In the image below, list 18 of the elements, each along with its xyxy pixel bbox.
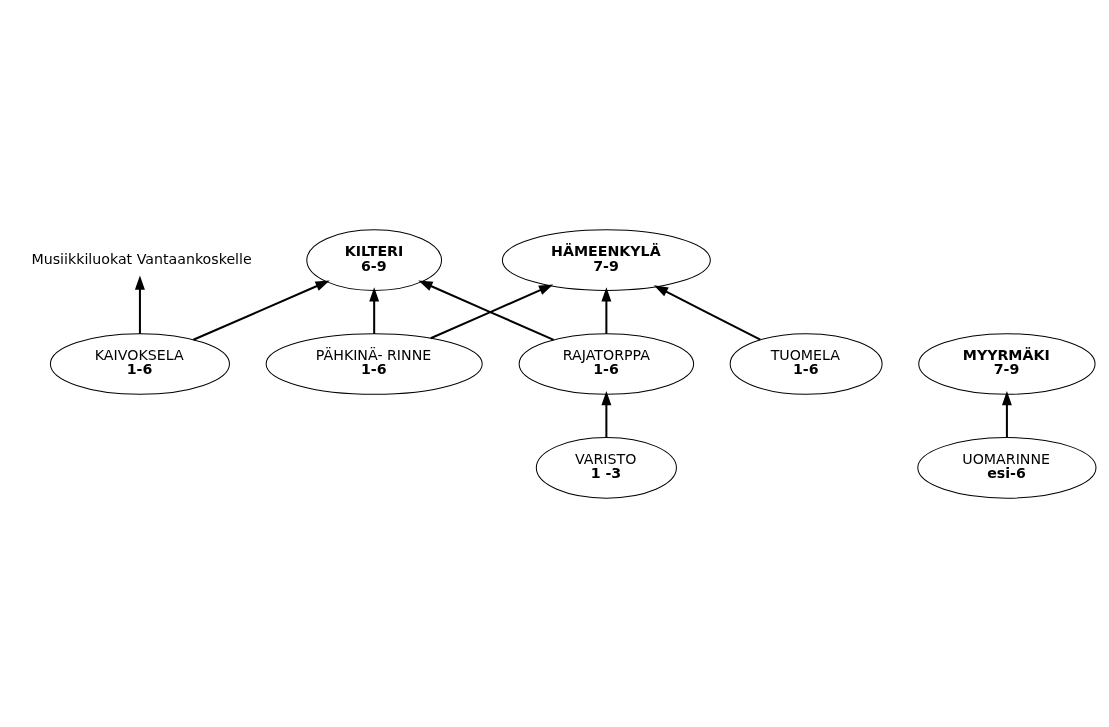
arrow bbox=[601, 390, 612, 438]
arrow bbox=[369, 286, 380, 334]
arrow bbox=[1001, 390, 1012, 438]
node-ellipse: HÄMEENKYLÄ 7-9 bbox=[501, 228, 711, 291]
node-text: Musiikkiluokat Vantaankoskelle bbox=[31, 250, 252, 267]
arrow bbox=[653, 284, 761, 341]
arrow bbox=[430, 283, 554, 339]
node-ellipse: RAJATORPPA 1-6 bbox=[518, 332, 695, 395]
node-ellipse: KAIVOKSELA 1-6 bbox=[49, 332, 230, 395]
node-ellipse: TUOMELA 1-6 bbox=[729, 332, 883, 395]
arrow bbox=[134, 275, 145, 334]
node-ellipse: MYYRMÄKI 7-9 bbox=[918, 332, 1096, 395]
node-ellipse: UOMARINNE esi-6 bbox=[917, 436, 1097, 499]
node-ellipse: PÄHKINÄ- RINNE 1-6 bbox=[265, 332, 483, 395]
arrow bbox=[601, 286, 612, 334]
node-ellipse: VARISTO 1 -3 bbox=[535, 436, 677, 499]
arrow bbox=[193, 280, 330, 341]
arrow bbox=[418, 280, 555, 341]
